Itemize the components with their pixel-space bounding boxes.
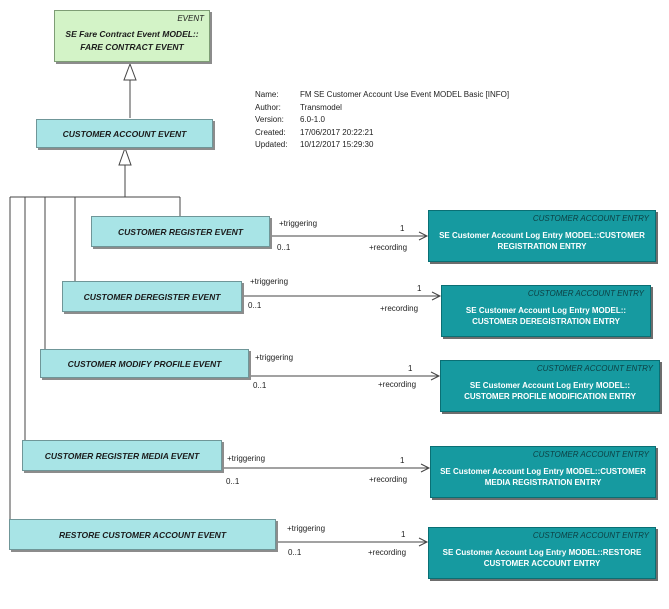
class-title: SE Customer Account Log Entry MODEL:: CU… [464, 381, 636, 401]
class-title: CUSTOMER DEREGISTER EVENT [83, 291, 221, 302]
stereotype-label: CUSTOMER ACCOUNT ENTRY [527, 289, 644, 298]
generalization-arrow-parent [123, 62, 137, 81]
source-multiplicity-label: 0..1 [226, 477, 240, 486]
info-updated-label: Updated: [255, 140, 288, 149]
customer-registration-entry-class[interactable]: CUSTOMER ACCOUNT ENTRY SE Customer Accou… [428, 210, 656, 262]
info-updated-value: 10/12/2017 15:29:30 [300, 140, 374, 149]
restore-customer-account-event-class[interactable]: RESTORE CUSTOMER ACCOUNT EVENT [9, 519, 276, 550]
stereotype-label: CUSTOMER ACCOUNT ENTRY [532, 450, 649, 459]
source-role-label: +triggering [287, 524, 326, 533]
class-title: CUSTOMER REGISTER MEDIA EVENT [44, 450, 200, 461]
info-name-value: FM SE Customer Account Use Event MODEL B… [300, 90, 510, 99]
target-multiplicity-label: 1 [400, 224, 405, 233]
class-title: CUSTOMER MODIFY PROFILE EVENT [67, 358, 222, 369]
target-multiplicity-label: 1 [401, 530, 406, 539]
source-role-label: +triggering [279, 219, 318, 228]
info-name-label: Name: [255, 90, 279, 99]
target-role-label: +recording [380, 304, 419, 313]
class-title: SE Customer Account Log Entry MODEL::CUS… [440, 467, 646, 487]
source-multiplicity-label: 0..1 [288, 548, 302, 557]
stereotype-label: EVENT [177, 14, 204, 23]
target-multiplicity-label: 1 [417, 284, 422, 293]
info-author-label: Author: [255, 102, 281, 112]
source-role-label: +triggering [250, 277, 289, 286]
source-multiplicity-label: 0..1 [248, 301, 262, 310]
target-multiplicity-label: 1 [408, 364, 413, 373]
association-arrow-5 [418, 537, 429, 547]
info-version-label: Version: [255, 115, 284, 124]
customer-profile-modification-entry-class[interactable]: CUSTOMER ACCOUNT ENTRY SE Customer Accou… [440, 360, 660, 412]
target-role-label: +recording [368, 548, 407, 557]
class-title: RESTORE CUSTOMER ACCOUNT EVENT [58, 529, 227, 540]
customer-register-media-event-class[interactable]: CUSTOMER REGISTER MEDIA EVENT [22, 440, 222, 471]
target-role-label: +recording [378, 380, 417, 389]
diagram-info-block: Name: FM SE Customer Account Use Event MO… [255, 90, 509, 153]
target-role-label: +recording [369, 475, 408, 484]
association-arrow-3 [430, 371, 441, 381]
source-role-label: +triggering [255, 353, 294, 362]
association-arrow-4 [420, 463, 431, 473]
target-role-label: +recording [369, 243, 408, 252]
customer-modify-profile-event-class[interactable]: CUSTOMER MODIFY PROFILE EVENT [40, 349, 249, 378]
stereotype-label: CUSTOMER ACCOUNT ENTRY [532, 214, 649, 223]
target-multiplicity-label: 1 [400, 456, 405, 465]
source-role-label: +triggering [227, 454, 266, 463]
stereotype-label: CUSTOMER ACCOUNT ENTRY [532, 531, 649, 540]
class-title: SE Customer Account Log Entry MODEL::CUS… [439, 231, 645, 251]
class-title: CUSTOMER ACCOUNT EVENT [62, 128, 187, 139]
class-title: SE Customer Account Log Entry MODEL::RES… [442, 548, 642, 568]
stereotype-label: CUSTOMER ACCOUNT ENTRY [536, 364, 653, 373]
fare-contract-event-class[interactable]: EVENT SE Fare Contract Event MODEL:: FAR… [54, 10, 210, 62]
restore-customer-account-entry-class[interactable]: CUSTOMER ACCOUNT ENTRY SE Customer Accou… [428, 527, 656, 579]
info-created-value: 17/06/2017 20:22:21 [300, 127, 374, 137]
source-multiplicity-label: 0..1 [277, 243, 291, 252]
class-title: CUSTOMER REGISTER EVENT [118, 226, 243, 237]
source-multiplicity-label: 0..1 [253, 381, 267, 390]
info-created-label: Created: [255, 127, 286, 137]
customer-register-event-class[interactable]: CUSTOMER REGISTER EVENT [91, 216, 270, 247]
customer-deregistration-entry-class[interactable]: CUSTOMER ACCOUNT ENTRY SE Customer Accou… [441, 285, 651, 337]
association-arrow-1 [418, 231, 429, 241]
customer-deregister-event-class[interactable]: CUSTOMER DEREGISTER EVENT [62, 281, 242, 312]
class-title: SE Fare Contract Event MODEL:: FARE CONT… [65, 29, 199, 52]
info-author-value: Transmodel [300, 102, 342, 112]
customer-media-registration-entry-class[interactable]: CUSTOMER ACCOUNT ENTRY SE Customer Accou… [430, 446, 656, 498]
info-version-value: 6.0-1.0 [300, 115, 325, 124]
class-title: SE Customer Account Log Entry MODEL:: CU… [465, 306, 627, 326]
association-arrow-2 [431, 291, 442, 301]
generalization-arrow-base [118, 146, 132, 166]
customer-account-event-class[interactable]: CUSTOMER ACCOUNT EVENT [36, 119, 213, 148]
